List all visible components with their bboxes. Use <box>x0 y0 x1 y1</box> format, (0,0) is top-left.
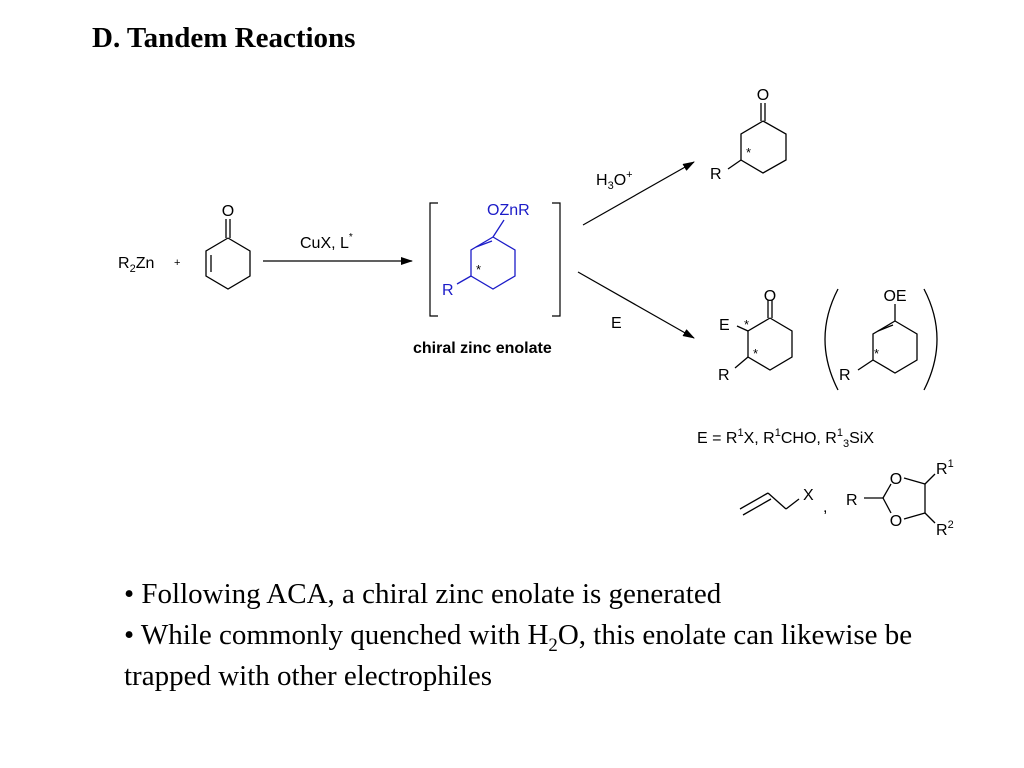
product-top-oxygen: O <box>757 87 769 104</box>
product-bottom-stereo-mark-1: * <box>744 317 749 332</box>
product-bottom-e-group: E <box>719 317 730 334</box>
silyl-enol-stereo-mark: * <box>874 346 879 361</box>
silyl-enol-r-group: R <box>839 367 851 384</box>
allyl-halide-x: X <box>803 487 814 504</box>
enolate-caption: chiral zinc enolate <box>413 340 552 357</box>
cyclohexenone-structure <box>205 219 251 290</box>
dioxolane-oxygen-top: O <box>890 471 902 488</box>
zinc-enolate-structure <box>456 219 516 290</box>
dioxolane-oxygen-bottom: O <box>890 513 902 530</box>
silyl-enol-ether-structure <box>857 304 918 374</box>
enolate-ozn-group: OZnR <box>487 202 530 219</box>
dioxolane-r-group: R <box>846 492 858 509</box>
silyl-enol-paren-left <box>824 288 839 391</box>
enolate-stereo-mark: * <box>476 262 481 277</box>
product-ketone-top-structure <box>727 103 787 174</box>
product-bottom-oxygen: O <box>764 288 776 305</box>
enolate-r-group: R <box>442 282 454 299</box>
product-ketone-bottom-structure <box>734 300 793 371</box>
allyl-halide-structure <box>739 492 800 516</box>
electrophile-separator-comma: , <box>823 499 827 516</box>
dioxolane-structure <box>864 473 936 524</box>
reaction-arrow-electrophile <box>577 271 695 339</box>
electrophile-definition: E = R1X, R1CHO, R13SiX <box>697 427 874 450</box>
bullet-list: • Following ACA, a chiral zinc enolate i… <box>124 574 944 697</box>
dioxolane-r1-group: R1 <box>936 458 954 478</box>
silyl-enol-paren-right <box>923 288 938 391</box>
cyclohexenone-oxygen: O <box>222 203 234 220</box>
conditions-label: CuX, L* <box>300 232 353 252</box>
product-bottom-stereo-mark-2: * <box>753 346 758 361</box>
slide-title: D. Tandem Reactions <box>92 22 356 54</box>
hydronium-label: H3O+ <box>596 169 633 192</box>
reaction-scheme: R2Zn + O CuX, L* OZnR R * chiral zinc en… <box>118 87 954 539</box>
plus-sign: + <box>174 257 180 269</box>
reagent-r2zn: R2Zn <box>118 255 154 275</box>
bullet-item-enolate-generated: • Following ACA, a chiral zinc enolate i… <box>124 578 722 610</box>
bullet-item-electrophile-trapping: • While commonly quenched with H2O, this… <box>124 619 913 692</box>
dioxolane-r2-group: R2 <box>936 519 954 539</box>
reaction-arrow-hydrolysis <box>582 161 695 226</box>
enolate-brackets <box>429 202 561 317</box>
silyl-enol-oe-group: OE <box>883 288 906 305</box>
electrophile-label: E <box>611 315 622 332</box>
product-top-stereo-mark: * <box>746 145 751 160</box>
product-bottom-r-group: R <box>718 367 730 384</box>
product-top-r-group: R <box>710 166 722 183</box>
